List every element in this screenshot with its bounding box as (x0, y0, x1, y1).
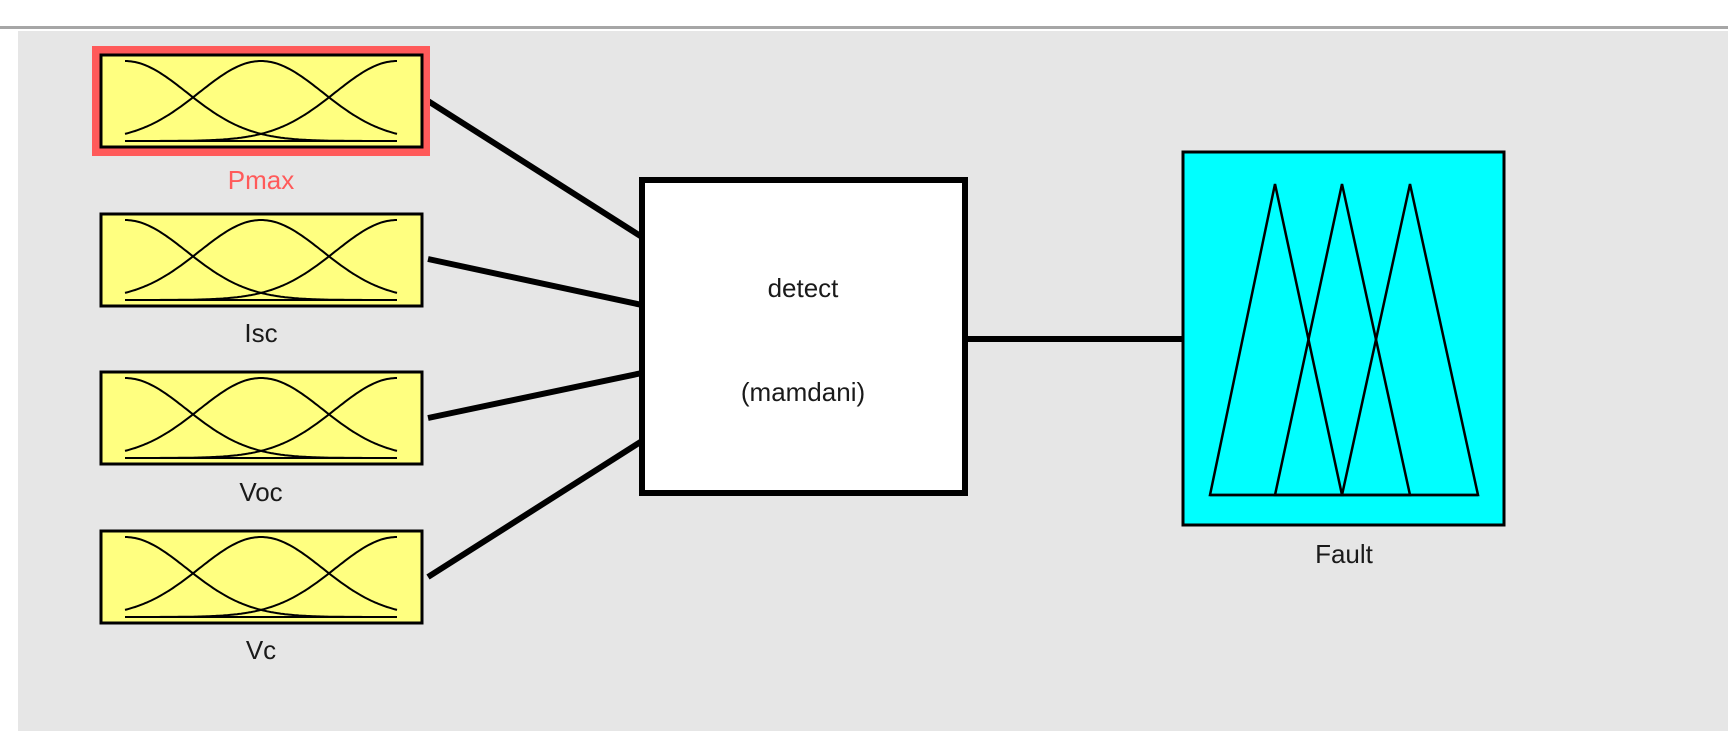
triangular-membership-functions-icon (1208, 183, 1480, 497)
mf-mid-curve (124, 219, 398, 294)
selection-highlight (92, 46, 430, 156)
input-variable-label: Isc (244, 318, 277, 348)
connector-input-2 (427, 256, 643, 308)
mf-mid-curve (124, 60, 398, 135)
output-mf-box[interactable] (1181, 150, 1506, 527)
input-variable-1[interactable]: Pmax (92, 46, 430, 195)
input-variable-3[interactable]: Voc (99, 370, 424, 507)
inference-type: (mamdani) (741, 377, 865, 407)
input-variable-4[interactable]: Vc (99, 529, 424, 665)
output-variable[interactable]: Fault (1181, 150, 1506, 569)
connector-input-4 (426, 438, 644, 580)
rule-block[interactable]: detect (mamdani) (639, 177, 968, 496)
membership-functions-icon (124, 536, 398, 618)
top-divider (0, 26, 1728, 29)
connector-input-1 (426, 98, 644, 240)
input-variable-label: Vc (246, 635, 276, 665)
connections (426, 98, 1183, 580)
mf-mid-curve (124, 536, 398, 611)
system-name: detect (768, 273, 840, 303)
input-variable-label: Pmax (228, 165, 294, 195)
mf-mid-curve (124, 377, 398, 452)
connector-input-3 (427, 370, 643, 421)
input-variable-2[interactable]: Isc (99, 212, 424, 348)
input-variable-label: Voc (239, 477, 282, 507)
membership-functions-icon (124, 60, 398, 142)
rule-block-box[interactable] (639, 177, 968, 496)
output-variable-label: Fault (1315, 539, 1374, 569)
membership-functions-icon (124, 377, 398, 459)
membership-functions-icon (124, 219, 398, 301)
